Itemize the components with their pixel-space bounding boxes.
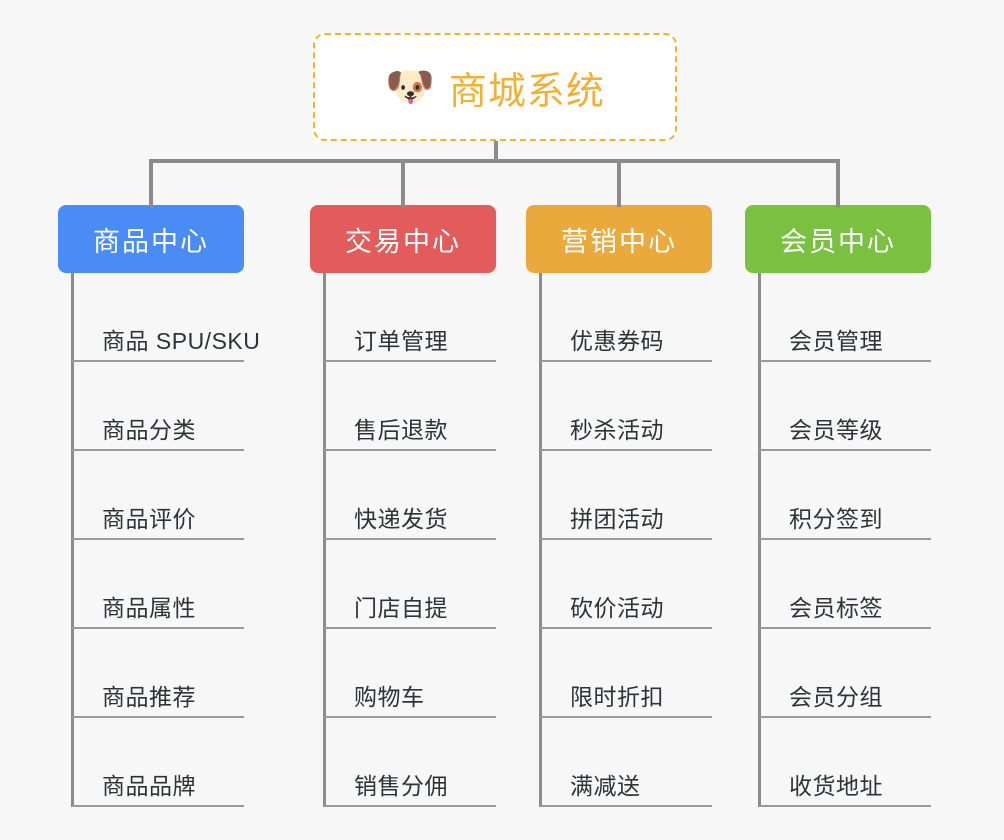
leaf-item[interactable]: 积分签到 [759, 451, 931, 540]
leaf-item[interactable]: 购物车 [324, 629, 496, 718]
leaf-item-label: 销售分佣 [354, 772, 448, 799]
leaf-item[interactable]: 会员分组 [759, 629, 931, 718]
leaf-item[interactable]: 优惠券码 [540, 273, 712, 362]
leaf-item[interactable]: 满减送 [540, 718, 712, 807]
category-header-label: 交易中心 [345, 226, 461, 257]
connector-spine-product-center [71, 273, 74, 807]
category-header-trade-center[interactable]: 交易中心 [310, 205, 496, 273]
leaf-item[interactable]: 会员管理 [759, 273, 931, 362]
leaf-item[interactable]: 收货地址 [759, 718, 931, 807]
leaf-item-label: 订单管理 [354, 327, 448, 354]
category-header-marketing-center[interactable]: 营销中心 [526, 205, 712, 273]
leaf-item-label: 会员管理 [789, 327, 883, 354]
category-header-label: 会员中心 [780, 226, 896, 257]
leaf-list-trade-center: 订单管理售后退款快递发货门店自提购物车销售分佣 [310, 273, 496, 807]
leaf-item-label: 商品评价 [102, 505, 196, 532]
leaf-item[interactable]: 订单管理 [324, 273, 496, 362]
leaf-item-label: 拼团活动 [570, 505, 664, 532]
leaf-list-marketing-center: 优惠券码秒杀活动拼团活动砍价活动限时折扣满减送 [526, 273, 712, 807]
leaf-item[interactable]: 商品评价 [72, 451, 244, 540]
leaf-item-label: 会员标签 [789, 594, 883, 621]
leaf-item[interactable]: 商品品牌 [72, 718, 244, 807]
leaf-item-label: 会员等级 [789, 416, 883, 443]
category-header-label: 营销中心 [561, 226, 677, 257]
connector-drop-product-center [149, 159, 153, 207]
leaf-item-label: 秒杀活动 [570, 416, 664, 443]
leaf-item-label: 商品分类 [102, 416, 196, 443]
leaf-item-label: 商品品牌 [102, 772, 196, 799]
category-header-product-center[interactable]: 商品中心 [58, 205, 244, 273]
connector-spine-trade-center [323, 273, 326, 807]
leaf-item[interactable]: 商品推荐 [72, 629, 244, 718]
root-node[interactable]: 🐶 商城系统 [313, 33, 677, 141]
leaf-item-label: 限时折扣 [570, 683, 664, 710]
leaf-item-label: 会员分组 [789, 683, 883, 710]
dog-face-icon: 🐶 [385, 65, 435, 109]
leaf-item-label: 商品推荐 [102, 683, 196, 710]
leaf-item[interactable]: 拼团活动 [540, 451, 712, 540]
leaf-item[interactable]: 会员标签 [759, 540, 931, 629]
leaf-item-label: 商品属性 [102, 594, 196, 621]
connector-bus-bar [150, 159, 838, 163]
column-marketing-center: 营销中心优惠券码秒杀活动拼团活动砍价活动限时折扣满减送 [526, 205, 712, 807]
leaf-item-label: 砍价活动 [570, 594, 664, 621]
leaf-item[interactable]: 商品属性 [72, 540, 244, 629]
leaf-item[interactable]: 商品 SPU/SKU [72, 273, 260, 362]
leaf-list-product-center: 商品 SPU/SKU 商品分类商品评价商品属性商品推荐商品品牌 [58, 273, 260, 807]
leaf-item[interactable]: 售后退款 [324, 362, 496, 451]
connector-drop-member-center [836, 159, 840, 207]
category-header-member-center[interactable]: 会员中心 [745, 205, 931, 273]
leaf-item-label: 商品 SPU/SKU [102, 327, 261, 354]
column-member-center: 会员中心会员管理会员等级积分签到会员标签会员分组收货地址 [745, 205, 931, 807]
leaf-item[interactable]: 会员等级 [759, 362, 931, 451]
leaf-item[interactable]: 门店自提 [324, 540, 496, 629]
leaf-item[interactable]: 销售分佣 [324, 718, 496, 807]
leaf-item[interactable]: 限时折扣 [540, 629, 712, 718]
leaf-item[interactable]: 砍价活动 [540, 540, 712, 629]
leaf-item-label: 快递发货 [354, 505, 448, 532]
leaf-list-member-center: 会员管理会员等级积分签到会员标签会员分组收货地址 [745, 273, 931, 807]
root-title: 商城系统 [448, 70, 605, 113]
leaf-item-label: 购物车 [354, 683, 425, 710]
leaf-item[interactable]: 商品分类 [72, 362, 244, 451]
connector-drop-trade-center [401, 159, 405, 207]
leaf-item-label: 满减送 [570, 772, 641, 799]
leaf-item-label: 积分签到 [789, 505, 883, 532]
leaf-item[interactable]: 秒杀活动 [540, 362, 712, 451]
column-product-center: 商品中心商品 SPU/SKU 商品分类商品评价商品属性商品推荐商品品牌 [58, 205, 260, 807]
leaf-item-label: 优惠券码 [570, 327, 664, 354]
connector-root-stem [494, 141, 498, 163]
leaf-item[interactable]: 快递发货 [324, 451, 496, 540]
leaf-item-label: 门店自提 [354, 594, 448, 621]
connector-spine-marketing-center [539, 273, 542, 807]
leaf-item-label: 售后退款 [354, 416, 448, 443]
leaf-item-label: 收货地址 [789, 772, 883, 799]
column-trade-center: 交易中心订单管理售后退款快递发货门店自提购物车销售分佣 [310, 205, 496, 807]
category-header-label: 商品中心 [93, 226, 209, 257]
connector-spine-member-center [758, 273, 761, 807]
connector-drop-marketing-center [617, 159, 621, 207]
